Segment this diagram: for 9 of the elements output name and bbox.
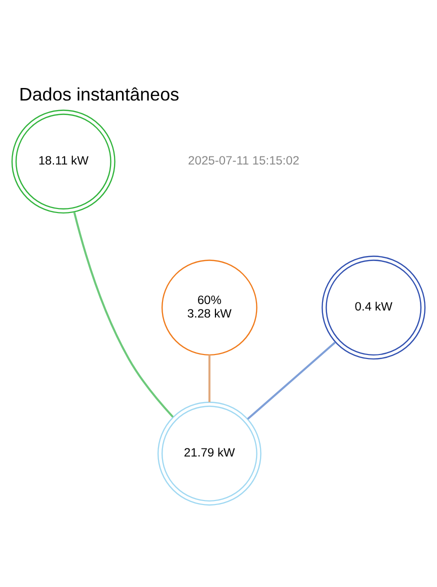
connector xyxy=(208,354,210,402)
connector xyxy=(247,342,336,420)
label: 2025-07-11 15:15:02 xyxy=(188,154,300,168)
node-circle: 18.11 kW xyxy=(11,110,116,214)
node-circle: 60% 3.28 kW xyxy=(162,260,258,356)
node-circle: 21.79 kW xyxy=(157,402,262,506)
connector xyxy=(73,212,174,418)
node-circle: 0.4 kW xyxy=(322,256,426,360)
diagram-title: Dados instantâneos xyxy=(19,84,180,105)
